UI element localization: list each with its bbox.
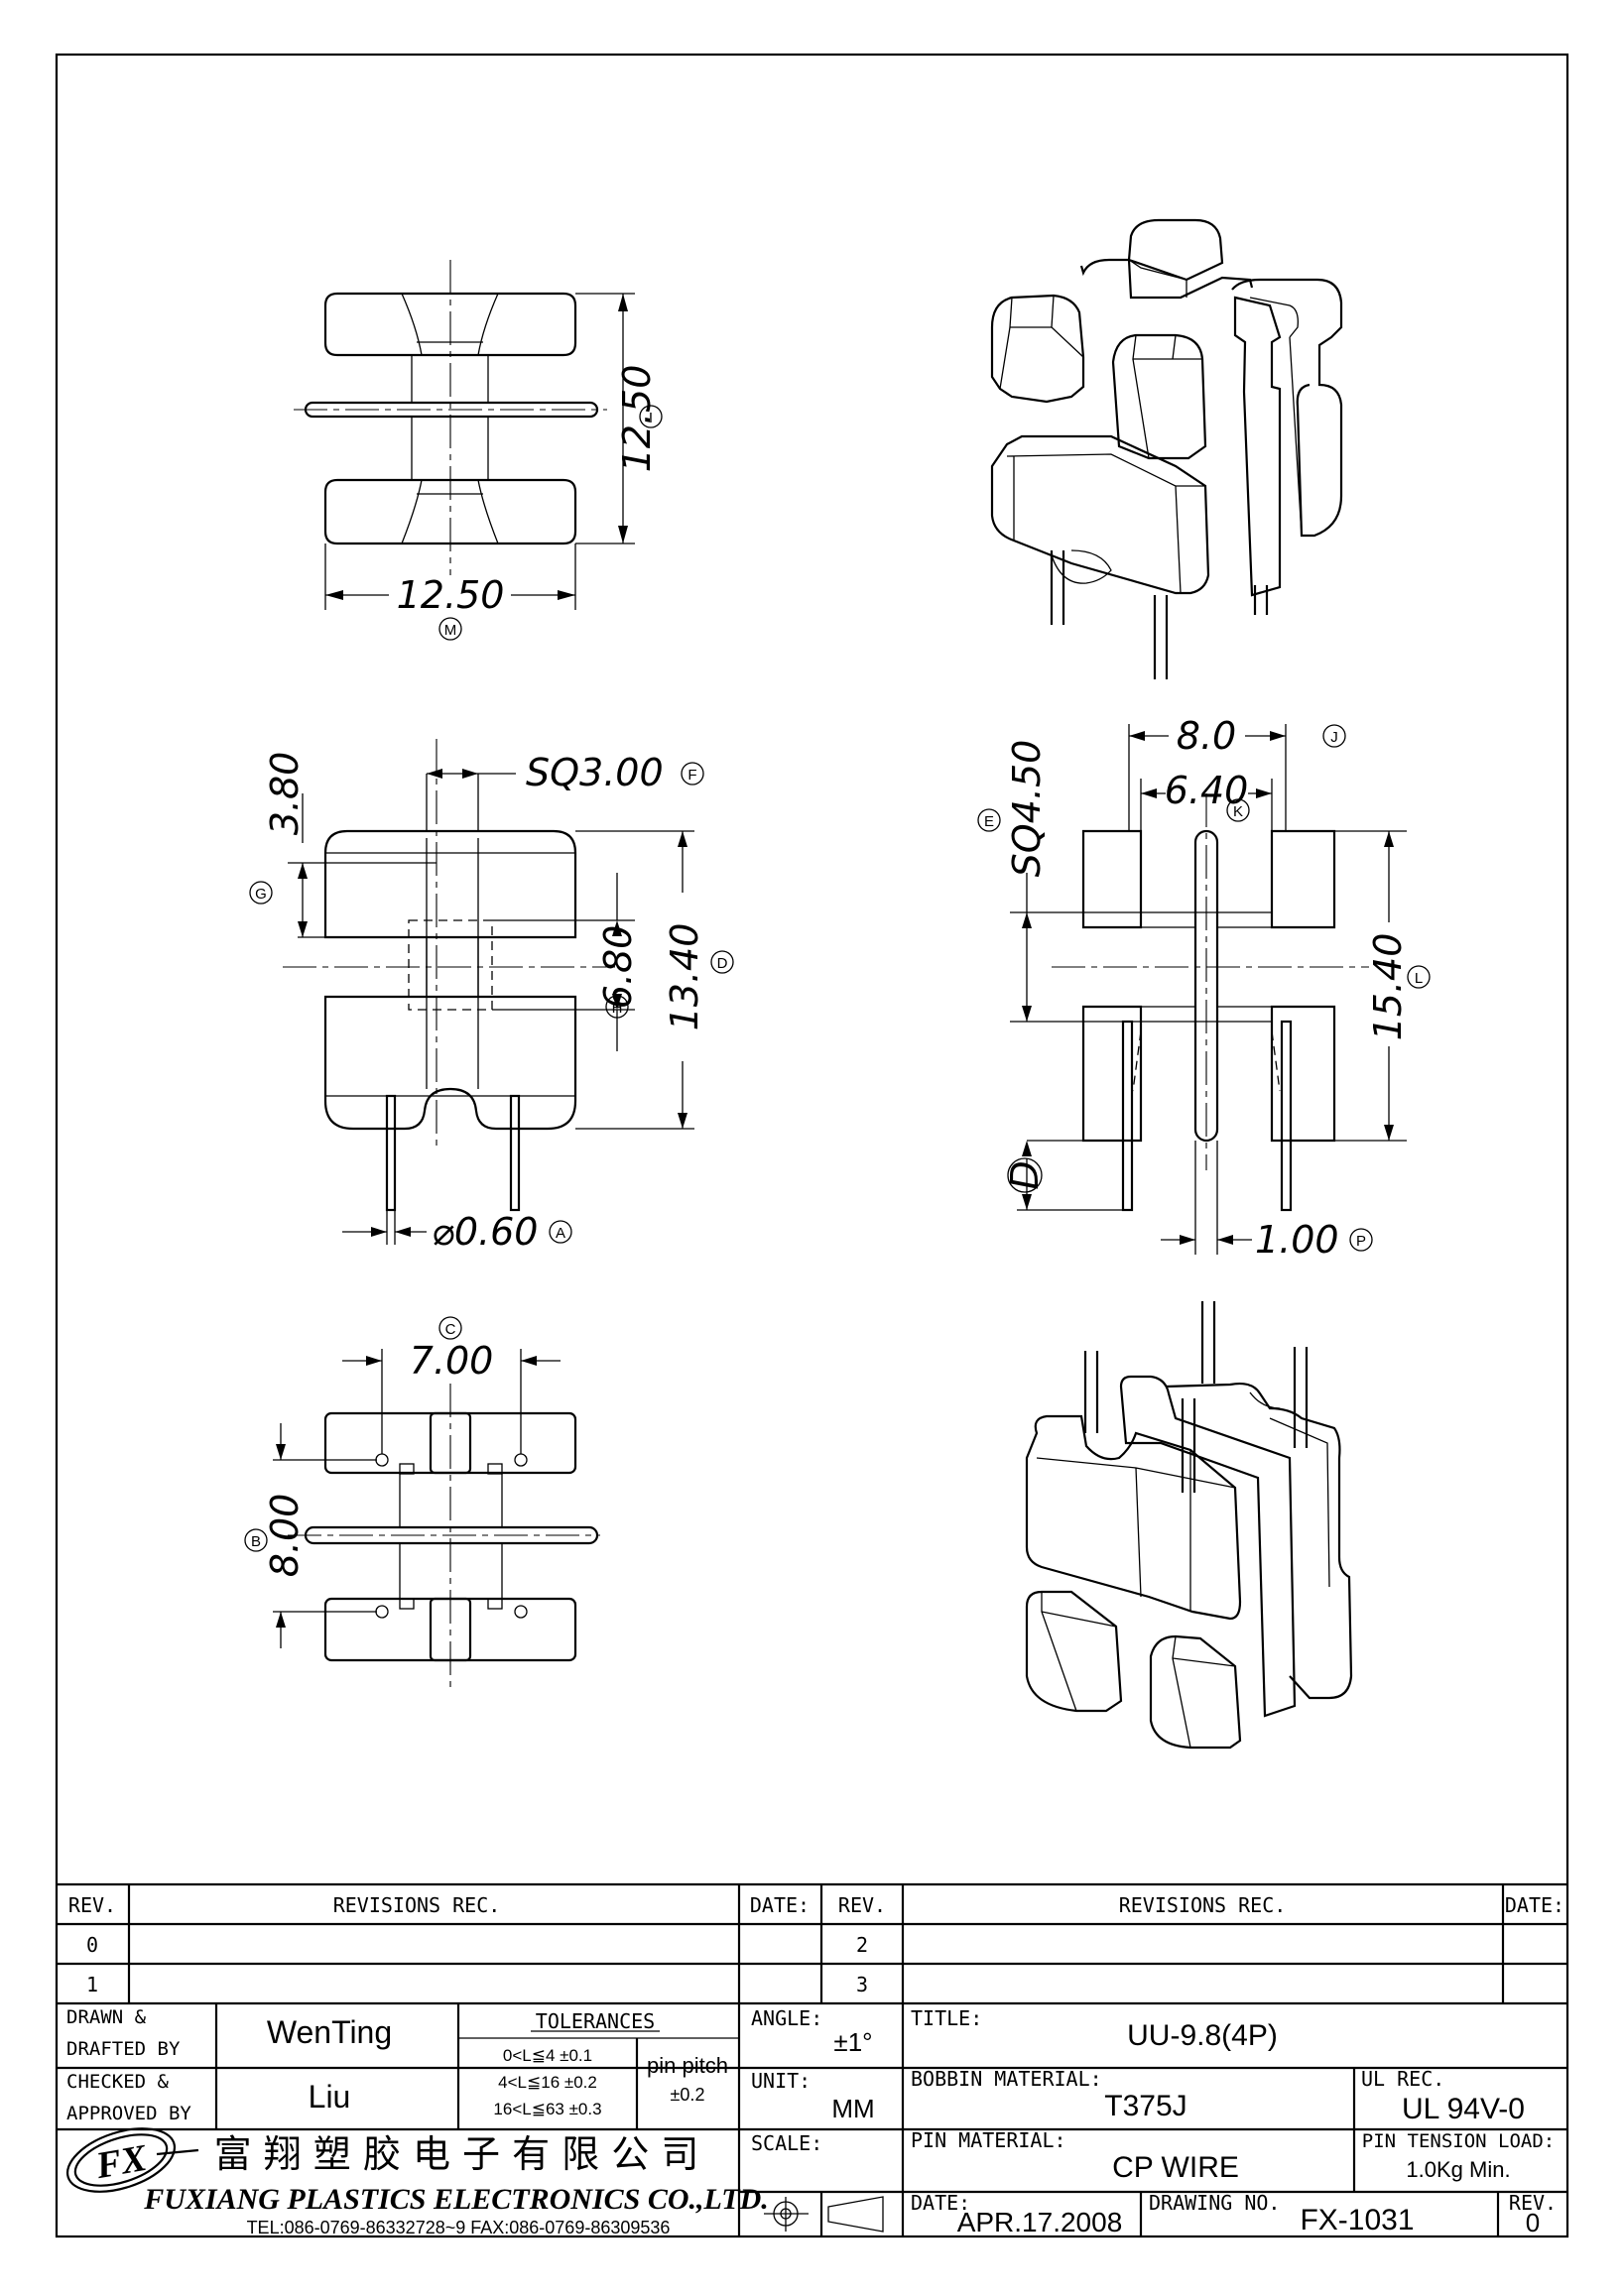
dim-front-sq-value: SQ3.00 bbox=[526, 751, 664, 794]
company-name-cn: 富 翔 塑 胶 电 子 有 限 公 司 bbox=[214, 2132, 699, 2176]
ref-g: G bbox=[255, 886, 267, 903]
side-view bbox=[1010, 724, 1407, 1255]
tol-row-3: 16<L≦63 ±0.3 bbox=[493, 2100, 601, 2118]
rev-row-0: 0 bbox=[86, 1933, 98, 1957]
front-view bbox=[283, 739, 694, 1245]
ref-i: I bbox=[649, 410, 653, 426]
date-header-left: DATE: bbox=[750, 1893, 810, 1917]
drawing-no-label: DRAWING NO. bbox=[1149, 2191, 1280, 2215]
revisions-header-left: REVISIONS REC. bbox=[333, 1893, 501, 1917]
checked-label-1: CHECKED & bbox=[66, 2071, 170, 2093]
rev-label: REV. bbox=[1509, 2191, 1557, 2215]
dim-front-d1-value: 3.80 bbox=[263, 752, 307, 836]
isometric-view-top bbox=[990, 218, 1343, 679]
rev-header-right: REV. bbox=[838, 1893, 886, 1917]
dim-top-width-value: 12.50 bbox=[397, 573, 505, 617]
dim-bottom-pitch-value: 7.00 bbox=[410, 1339, 494, 1383]
pin-material-label: PIN MATERIAL: bbox=[911, 2128, 1066, 2152]
ref-f: F bbox=[687, 767, 696, 784]
ref-a: A bbox=[556, 1225, 565, 1242]
dim-bottom-row-value: 8.00 bbox=[263, 1494, 307, 1578]
rev-row-3: 3 bbox=[856, 1973, 868, 1996]
dim-side-w1-value: 8.0 bbox=[1177, 714, 1236, 758]
isometric-view-bottom bbox=[1025, 1301, 1353, 1750]
date-label: DATE: bbox=[911, 2191, 970, 2215]
bottom-view bbox=[273, 1349, 600, 1691]
bobbin-material-label: BOBBIN MATERIAL: bbox=[911, 2067, 1102, 2091]
dim-side-wall-value: 1.00 bbox=[1255, 1218, 1339, 1262]
rev-row-2: 2 bbox=[856, 1933, 868, 1957]
dim-pin-dia-value: ⌀0.60 bbox=[432, 1210, 539, 1254]
rev-header-left: REV. bbox=[68, 1893, 116, 1917]
rev-value: 0 bbox=[1526, 2208, 1540, 2237]
dim-side-w2-value: 6.40 bbox=[1165, 769, 1249, 812]
checked-by-value: Liu bbox=[309, 2079, 351, 2115]
drawn-label-1: DRAWN & bbox=[66, 2006, 147, 2028]
checked-label-2: APPROVED BY bbox=[66, 2103, 191, 2124]
logo-text: FX bbox=[92, 2137, 152, 2188]
ref-m: M bbox=[444, 622, 457, 639]
revisions-header-right: REVISIONS REC. bbox=[1119, 1893, 1287, 1917]
angle-value: ±1° bbox=[833, 2027, 872, 2057]
ref-c: C bbox=[445, 1321, 456, 1338]
pin-pitch-label: pin pitch bbox=[647, 2053, 728, 2078]
ul-label: UL REC. bbox=[1361, 2067, 1444, 2091]
date-header-right: DATE: bbox=[1505, 1893, 1564, 1917]
dim-front-d2-value: 6.80 bbox=[596, 925, 640, 1010]
ref-l: L bbox=[1415, 970, 1423, 987]
drawn-by-value: WenTing bbox=[267, 2014, 392, 2050]
ref-e: E bbox=[984, 813, 994, 830]
pin-tension-label: PIN TENSION LOAD: bbox=[1362, 2130, 1555, 2152]
ref-d-side: D bbox=[1003, 1160, 1047, 1189]
angle-label: ANGLE: bbox=[751, 2006, 822, 2030]
pin-pitch-tol: ±0.2 bbox=[671, 2085, 705, 2105]
pin-tension-value: 1.0Kg Min. bbox=[1406, 2157, 1510, 2182]
unit-value: MM bbox=[831, 2094, 874, 2123]
bobbin-material-value: T375J bbox=[1104, 2090, 1187, 2122]
drawn-label-2: DRAFTED BY bbox=[66, 2038, 181, 2060]
title-block bbox=[57, 1882, 1567, 2236]
sheet-border bbox=[55, 53, 1569, 2238]
dim-top-height: 12.50 bbox=[615, 365, 659, 473]
title-value: UU-9.8(4P) bbox=[1127, 2019, 1278, 2052]
title-label: TITLE: bbox=[911, 2006, 982, 2030]
pin-material-value: CP WIRE bbox=[1112, 2151, 1239, 2184]
ref-h: H bbox=[612, 1000, 623, 1017]
ref-j: J bbox=[1330, 729, 1338, 746]
tolerances-label: TOLERANCES bbox=[536, 2009, 655, 2033]
drawing-no-value: FX-1031 bbox=[1300, 2204, 1414, 2236]
company-contact: TEL:086-0769-86332728~9 FAX:086-0769-863… bbox=[247, 2218, 671, 2237]
date-value: APR.17.2008 bbox=[957, 2207, 1123, 2237]
scale-label: SCALE: bbox=[751, 2131, 822, 2155]
dim-side-sq-value: SQ4.50 bbox=[1005, 740, 1049, 878]
ref-d-front: D bbox=[717, 955, 728, 972]
top-view bbox=[294, 260, 635, 610]
ref-b: B bbox=[251, 1533, 261, 1550]
ul-value: UL 94V-0 bbox=[1402, 2093, 1525, 2125]
ref-p: P bbox=[1356, 1233, 1366, 1250]
tol-row-2: 4<L≦16 ±0.2 bbox=[498, 2073, 597, 2092]
ref-k: K bbox=[1233, 803, 1243, 820]
tol-row-1: 0<L≦4 ±0.1 bbox=[503, 2046, 592, 2065]
rev-row-1: 1 bbox=[86, 1973, 98, 1996]
dim-front-d3-value: 13.40 bbox=[663, 923, 706, 1031]
company-name-en: FUXIANG PLASTICS ELECTRONICS CO.,LTD. bbox=[143, 2183, 769, 2216]
dim-top-height-value: 12.50 bbox=[615, 365, 659, 473]
unit-label: UNIT: bbox=[751, 2069, 811, 2093]
dim-side-h-value: 15.40 bbox=[1366, 933, 1410, 1041]
